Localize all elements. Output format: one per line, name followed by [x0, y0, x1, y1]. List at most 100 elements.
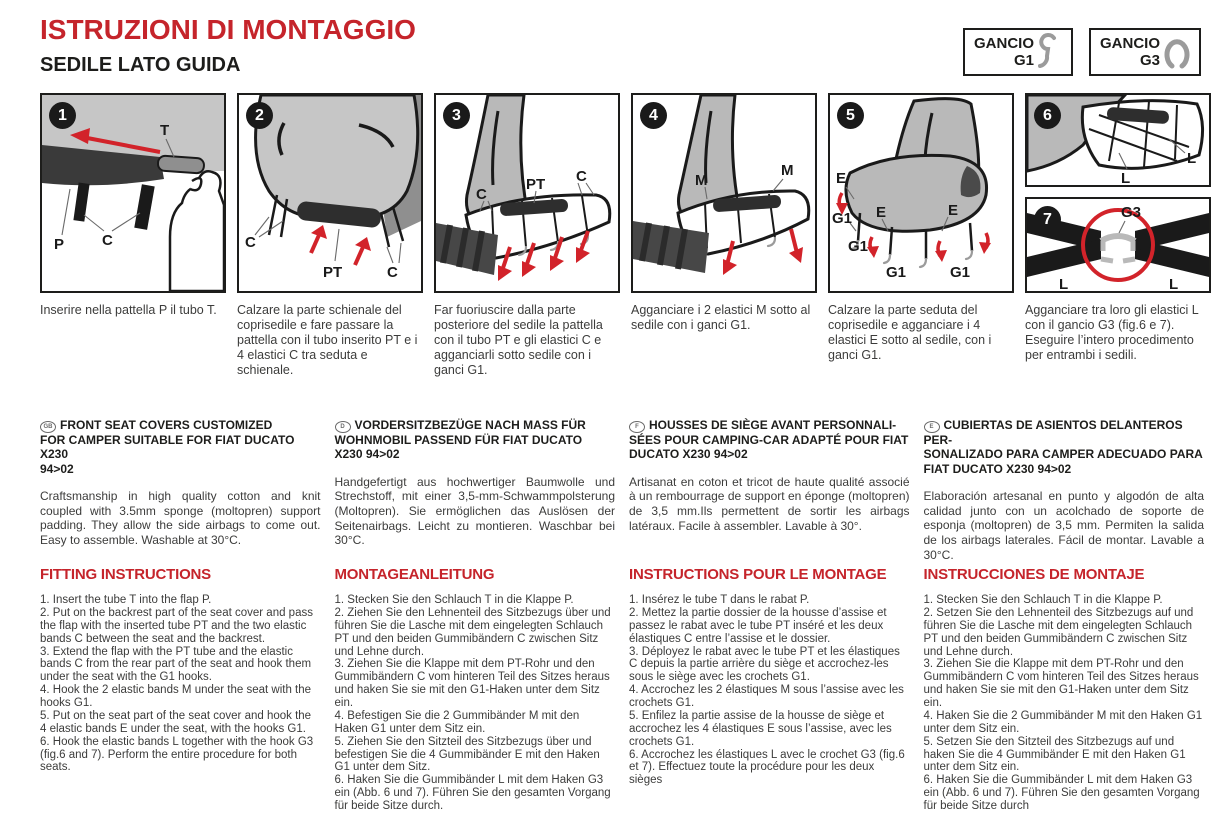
panel-label: L [1059, 276, 1068, 291]
instructions-fr-title: INSTRUCTIONS POUR LE MONTAGE [629, 566, 887, 583]
step: 3. Ziehen Sie die Klappe mit dem PT-Rohr… [334, 658, 610, 709]
caption-1: Inserire nella pattella P il tubo T. [40, 303, 217, 317]
instructions-fr: INSTRUCTIONS POUR LE MONTAGE 1. Insérez … [629, 566, 910, 832]
instructions-es-title: INSTRUCCIONES DE MONTAJE [923, 566, 1145, 583]
title-line: CUBIERTAS DE ASIENTOS DELANTEROS PER- [923, 418, 1183, 447]
figure-1: 1 T P C [40, 93, 226, 293]
step: 3. Ziehen Sie die Klappe mit dem PT-Rohr… [923, 658, 1199, 709]
panel-label: G1 [886, 264, 906, 281]
figure-3-number: 3 [443, 102, 470, 129]
panel-label: E [876, 204, 886, 221]
panel-label: M [781, 162, 794, 179]
figure-column-6-7: 6 L L 7 [1025, 93, 1211, 293]
panel-label: C [102, 232, 113, 249]
figure-2-illustration: C PT C [245, 95, 421, 281]
title-line: 94>02 [40, 461, 74, 476]
title-line: DUCATO X230 94>02 [629, 447, 748, 462]
hook-legend-g1-text: GANCIO G1 [974, 35, 1034, 70]
figure-5: 5 E G1 E G1 G1 [828, 93, 1014, 293]
figure-2-number: 2 [246, 102, 273, 129]
step: 5. Enfilez la partie assise de la housse… [629, 709, 892, 748]
instructions-en-steps: 1. Insert the tube T into the flap P. 2.… [40, 594, 321, 774]
hook-legend-g3: GANCIO G3 [1089, 28, 1201, 76]
description-en-body: Craftsmanship in high quality cotton and… [40, 489, 321, 548]
panel-label: P [54, 236, 64, 253]
hook-label: GANCIO [974, 34, 1034, 52]
step: 5. Ziehen Sie den Sitzteil des Sitzbezug… [334, 735, 600, 774]
step: 4. Befestigen Sie die 2 Gummibänder M mi… [334, 709, 580, 735]
panel-label: C [387, 264, 398, 281]
instructions-en-title: FITTING INSTRUCTIONS [40, 566, 211, 583]
description-fr-body: Artisanat en coton et tricot de haute qu… [629, 474, 910, 533]
panel-label: L [1187, 150, 1196, 167]
title-line: VORDERSITZBEZÜGE NACH MASS FÜR [354, 418, 586, 432]
panel-label: M [695, 172, 708, 189]
figure-row: 1 T P C 2 [40, 93, 1211, 293]
step: 5. Put on the seat part of the seat cove… [40, 709, 312, 735]
description-en-title: GB FRONT SEAT COVERS CUSTOMIZED FOR CAMPE… [40, 418, 321, 476]
step: 6. Accrochez les élastiques L avec le cr… [629, 748, 905, 787]
panel-label: PT [526, 176, 545, 193]
figure-6: 6 L L [1025, 93, 1211, 187]
panel-label: G1 [832, 210, 852, 227]
title-line: FIAT DUCATO X230 94>02 [923, 461, 1072, 476]
instructions-en: FITTING INSTRUCTIONS 1. Insert the tube … [40, 566, 321, 832]
step: 4. Hook the 2 elastic bands M under the … [40, 684, 312, 709]
title-line: WOHNMOBIL PASSEND FÜR FIAT DUCATO [334, 433, 583, 447]
page-subtitle: SEDILE LATO GUIDA [40, 54, 241, 76]
figure-6-number: 6 [1034, 102, 1061, 129]
hook-code: G1 [1013, 52, 1034, 69]
title-line: FRONT SEAT COVERS CUSTOMIZED [60, 418, 273, 432]
g3-clip-icon [1164, 39, 1190, 69]
instructions-es: INSTRUCCIONES DE MONTAJE 1. Stecken Sie … [924, 566, 1205, 832]
panel-label: E [948, 202, 958, 219]
instructions-es-steps: 1. Stecken Sie den Schlauch T in die Kla… [924, 594, 1205, 813]
description-en: GB FRONT SEAT COVERS CUSTOMIZED FOR CAMPE… [40, 418, 321, 562]
title-line: SÉES POUR CAMPING-CAR ADAPTÉ POUR FIAT [629, 433, 909, 447]
figure-2: 2 C PT C [237, 93, 423, 293]
step: 4. Accrochez les 2 élastiques M sous l’a… [629, 684, 904, 709]
flag-e-icon: E [923, 421, 940, 433]
panel-label: C [576, 168, 587, 185]
step: 1. Stecken Sie den Schlauch T in die Kla… [923, 594, 1163, 606]
figure-3: 3 C PT [434, 93, 620, 293]
panel-label: C [245, 234, 256, 251]
step: 1. Stecken Sie den Schlauch T in die Kla… [334, 594, 574, 606]
caption-3: Far fuoriuscire dalla parte posteriore d… [434, 303, 603, 377]
panel-label: G3 [1121, 204, 1141, 221]
title-line: FOR CAMPER SUITABLE FOR FIAT DUCATO X230 [40, 433, 295, 462]
panel-label: L [1169, 276, 1178, 291]
instructions-de: MONTAGEANLEITUNG 1. Stecken Sie den Schl… [335, 566, 616, 832]
figure-4: 4 M M [631, 93, 817, 293]
figure-1-number: 1 [49, 102, 76, 129]
caption-5: Calzare la parte seduta del coprisedile … [828, 303, 992, 362]
title-line: HOUSSES DE SIÈGE AVANT PERSONNALI- [649, 418, 897, 432]
step: 2. Ziehen Sie den Lehnenteil des Sitzbez… [334, 606, 611, 658]
hook-legend-g1: GANCIO G1 [963, 28, 1073, 76]
step: 6. Haken Sie die Gummibänder L mit dem H… [334, 774, 611, 812]
step: 2. Setzen Sie den Lehnenteil des Sitzbez… [923, 606, 1194, 658]
flag-gb-icon: GB [40, 421, 56, 433]
step: 3. Déployez le rabat avec le tube PT et … [629, 645, 900, 684]
panel-label: E [836, 170, 846, 187]
step: 6. Hook the elastic bands L together wit… [40, 735, 314, 774]
caption-2: Calzare la parte schienale del coprisedi… [237, 303, 418, 377]
instructions-de-title: MONTAGEANLEITUNG [334, 566, 495, 583]
hook-code: G3 [1139, 52, 1160, 69]
panel-label: PT [323, 264, 342, 281]
step: 4. Haken Sie die 2 Gummibänder M mit den… [923, 709, 1203, 735]
step: 3. Extend the flap with the PT tube and … [40, 645, 312, 684]
figure-7-number: 7 [1034, 206, 1061, 233]
step: 5. Setzen Sie den Sitzteil des Sitzbezug… [923, 735, 1186, 774]
panel-label: L [1121, 170, 1130, 185]
panel-label: C [476, 186, 487, 203]
figure-5-number: 5 [837, 102, 864, 129]
figure-1-illustration: T P C [42, 95, 224, 291]
